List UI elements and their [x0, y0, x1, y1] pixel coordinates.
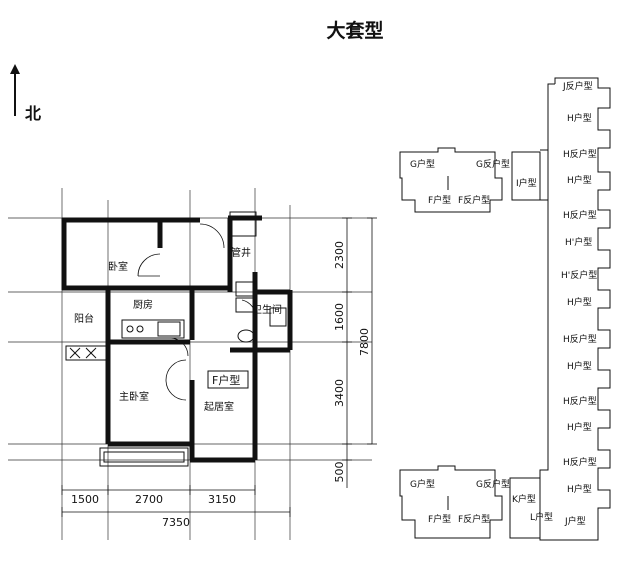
- dim-bottom-1500: 1500: [71, 493, 99, 506]
- floor-plan: [8, 188, 372, 540]
- site-plan-outline: [399, 77, 611, 541]
- site-label-top-f-reverse: F反户型: [458, 194, 490, 206]
- dim-right-3400: 3400: [333, 379, 346, 407]
- dim-right-total: 7800: [358, 328, 371, 356]
- site-label-spine-10: H反户型: [563, 395, 597, 407]
- room-label-master-bedroom: 主卧室: [119, 390, 149, 403]
- site-label-spine-11: H户型: [567, 421, 592, 433]
- dim-right-2300: 2300: [333, 241, 346, 269]
- site-label-top-g-reverse: G反户型: [476, 158, 510, 170]
- room-label-kitchen: 厨房: [133, 298, 153, 311]
- page-title: 大套型: [326, 20, 384, 42]
- site-label-bottom-l: L户型: [530, 511, 553, 523]
- north-indicator: 北: [9, 64, 49, 124]
- site-label-spine-7: H户型: [567, 296, 592, 308]
- north-arrow-icon: [10, 64, 20, 116]
- room-label-balcony: 阳台: [74, 312, 94, 325]
- right-dimension-lines: [342, 217, 377, 488]
- site-label-bottom-g: G户型: [410, 478, 435, 490]
- site-label-spine-12: H反户型: [563, 456, 597, 468]
- bathroom-fixtures: [235, 297, 287, 343]
- room-label-living-room: 起居室: [204, 400, 234, 413]
- room-label-bedroom: 卧室: [108, 260, 128, 273]
- walls: [61, 215, 293, 463]
- site-label-spine-4: H反户型: [563, 209, 597, 221]
- unit-tag-box: [207, 370, 249, 389]
- bottom-dimension-lines: [61, 485, 291, 517]
- site-label-top-i: I户型: [516, 177, 537, 189]
- site-label-spine-1: H户型: [567, 112, 592, 124]
- site-label-spine-2: H反户型: [563, 148, 597, 160]
- site-label-spine-8: H反户型: [563, 333, 597, 345]
- dim-bottom-2700: 2700: [135, 493, 163, 506]
- site-label-bottom-g-reverse: G反户型: [476, 478, 510, 490]
- dim-bottom-total: 7350: [162, 516, 190, 529]
- site-label-spine-3: H户型: [567, 174, 592, 186]
- site-label-bottom-k: K户型: [512, 493, 536, 505]
- site-label-top-g: G户型: [410, 158, 435, 170]
- dim-right-500: 500: [333, 462, 346, 483]
- door-swings: [137, 223, 257, 401]
- unit-tag: F户型: [212, 373, 240, 387]
- site-label-spine-14: J户型: [564, 515, 586, 527]
- dim-right-1600: 1600: [333, 303, 346, 331]
- room-label-bathroom: 卫生间: [252, 303, 282, 316]
- site-label-spine-13: H户型: [567, 483, 592, 495]
- balconies: [65, 211, 257, 467]
- dim-bottom-3150: 3150: [208, 493, 236, 506]
- room-label-shaft: 管井: [231, 246, 251, 259]
- site-label-spine-5: H'户型: [565, 236, 592, 248]
- site-label-bottom-f: F户型: [428, 513, 451, 525]
- site-label-bottom-f-reverse: F反户型: [458, 513, 490, 525]
- north-label: 北: [25, 104, 42, 123]
- site-label-spine-9: H户型: [567, 360, 592, 372]
- site-label-spine-6: H'反户型: [561, 269, 597, 281]
- site-label-top-f: F户型: [428, 194, 451, 206]
- kitchen-fixtures: [121, 319, 185, 339]
- site-label-spine-0: J反户型: [562, 80, 593, 92]
